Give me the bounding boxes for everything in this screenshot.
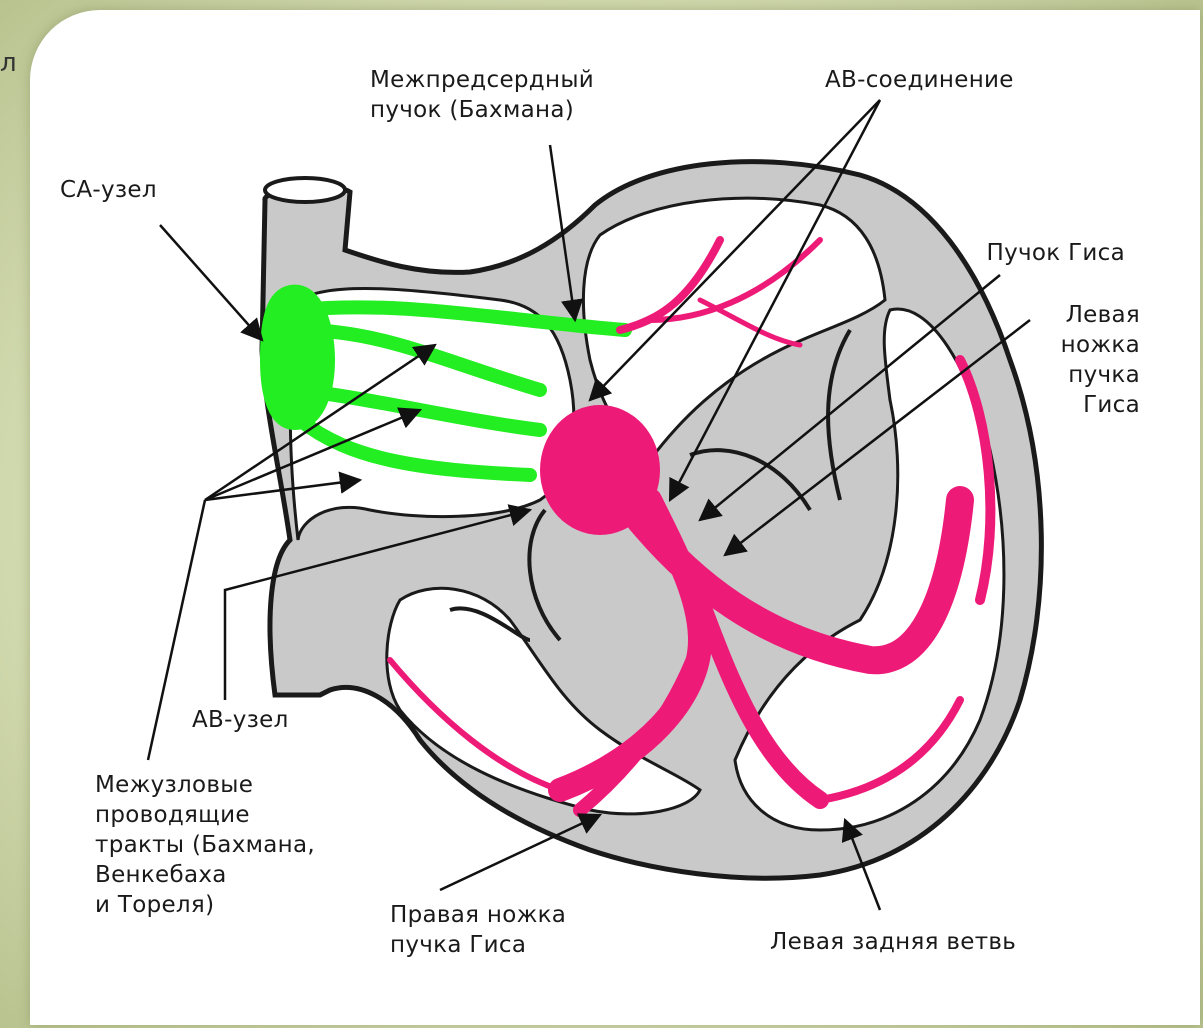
label-sa-node: СА-узел [60,175,157,205]
label-his-bundle: Пучок Гиса [945,238,1125,268]
label-left-posterior-fascicle: Левая задняя ветвь [770,927,1016,957]
label-right-bundle-branch: Правая ножка пучка Гиса [390,900,566,960]
label-av-junction: АВ-соединение [825,65,1014,95]
label-left-bundle-branch: Левая ножка пучка Гиса [1000,300,1140,420]
vena-cava-opening [265,178,345,202]
sa-node [260,285,335,430]
label-bachmann-bundle: Межпредсердный пучок (Бахмана) [370,65,594,125]
label-internodal-tracts: Межузловые проводящие тракты (Бахмана, В… [95,770,315,920]
label-av-node: АВ-узел [192,705,289,735]
av-node [540,405,660,535]
